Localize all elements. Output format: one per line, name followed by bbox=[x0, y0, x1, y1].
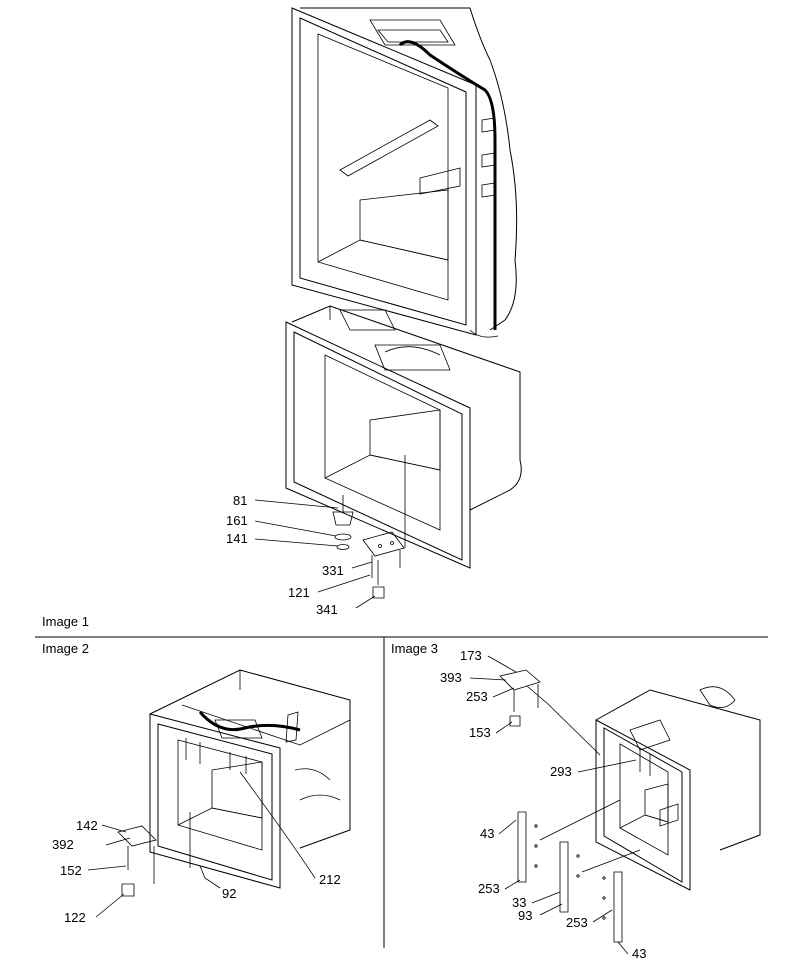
callout-43-bottom: 43 bbox=[632, 946, 646, 961]
image2-caption: Image 2 bbox=[42, 641, 89, 656]
callout-142: 142 bbox=[76, 818, 98, 833]
callout-161: 161 bbox=[226, 513, 248, 528]
callout-81: 81 bbox=[233, 493, 247, 508]
callout-253-mid: 253 bbox=[478, 881, 500, 896]
callout-393: 393 bbox=[440, 670, 462, 685]
callout-33: 33 bbox=[512, 895, 526, 910]
callout-122: 122 bbox=[64, 910, 86, 925]
lower-cabinet-frame bbox=[285, 321, 471, 569]
callout-392: 392 bbox=[52, 837, 74, 852]
upper-cabinet-frame bbox=[291, 7, 477, 336]
callout-121: 121 bbox=[288, 585, 310, 600]
image3-drawing bbox=[469, 655, 761, 955]
image2-drawing bbox=[87, 669, 351, 918]
callout-253-top: 253 bbox=[466, 689, 488, 704]
callout-153: 153 bbox=[469, 725, 491, 740]
callout-141: 141 bbox=[226, 531, 248, 546]
callout-341: 341 bbox=[316, 602, 338, 617]
image1-caption: Image 1 bbox=[42, 614, 89, 629]
callout-93: 93 bbox=[518, 908, 532, 923]
image1-drawing: 81 161 141 331 121 341 bbox=[226, 7, 522, 617]
upper-wire-harness bbox=[398, 40, 497, 330]
hinge-hardware-image1 bbox=[332, 455, 406, 599]
callout-152: 152 bbox=[60, 863, 82, 878]
callout-92: 92 bbox=[222, 886, 236, 901]
callout-293: 293 bbox=[550, 764, 572, 779]
callout-173: 173 bbox=[460, 648, 482, 663]
callout-43-left: 43 bbox=[480, 826, 494, 841]
image3-caption: Image 3 bbox=[391, 641, 438, 656]
callout-253-bottom: 253 bbox=[566, 915, 588, 930]
callout-331: 331 bbox=[322, 563, 344, 578]
upper-cabinet-back bbox=[300, 7, 518, 331]
callout-212: 212 bbox=[319, 872, 341, 887]
